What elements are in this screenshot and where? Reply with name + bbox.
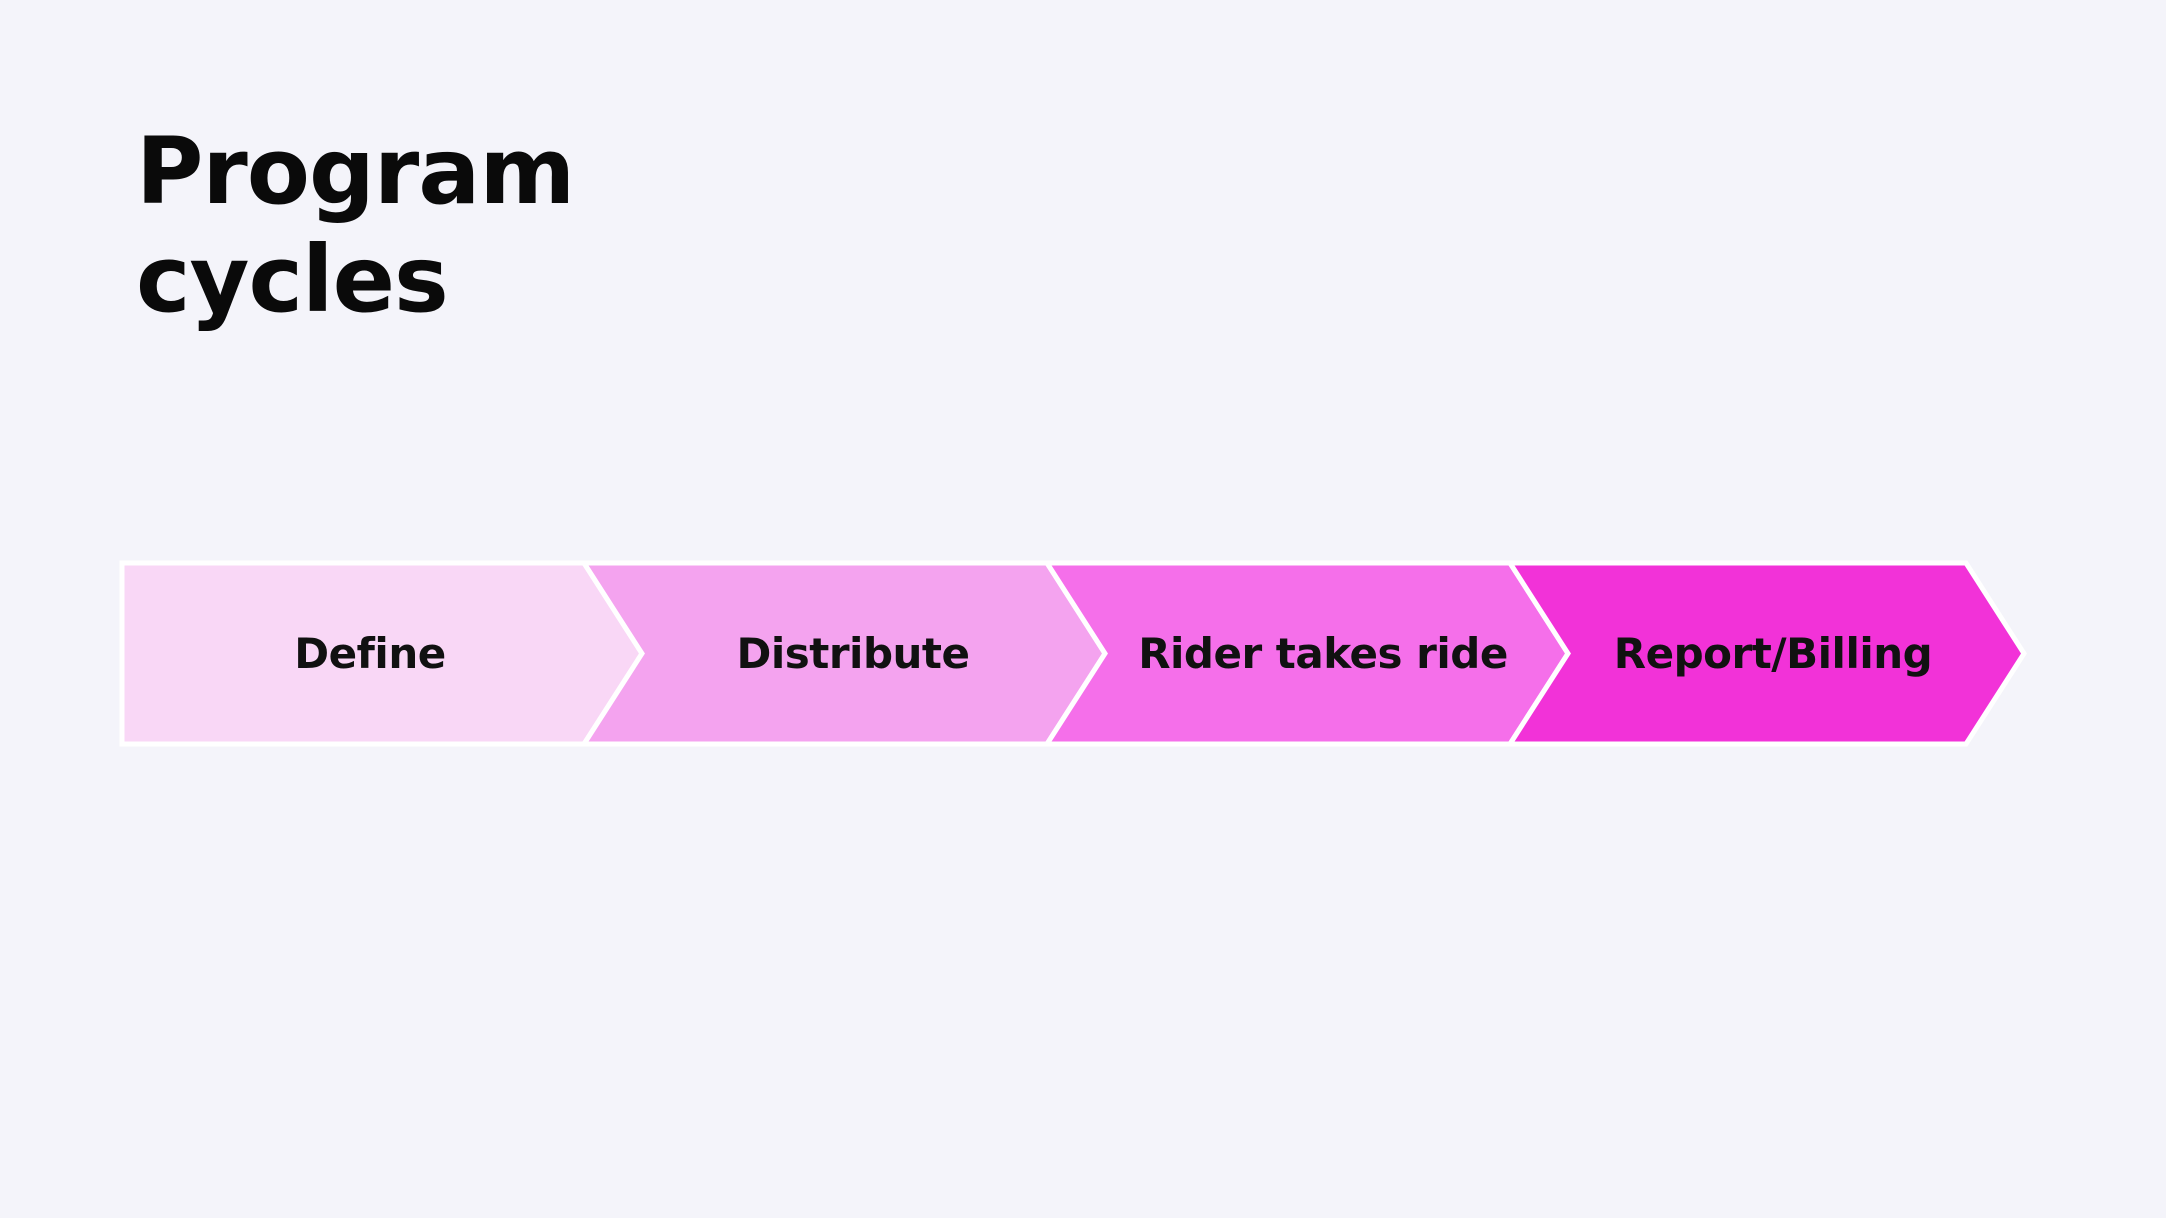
slide-title-line-1: Program	[136, 118, 575, 225]
step-label-rider-takes-ride: Rider takes ride	[1138, 629, 1508, 678]
slide-title: Program cycles	[136, 118, 575, 334]
process-step-shapes	[119, 560, 2027, 747]
step-chevron-report-billing	[1505, 560, 2027, 747]
process-step-labels: Define Distribute Rider takes ride Repor…	[294, 629, 1932, 678]
step-label-report-billing: Report/Billing	[1614, 629, 1932, 678]
slide-title-line-2: cycles	[136, 226, 449, 333]
step-label-define: Define	[294, 629, 445, 678]
step-label-distribute: Distribute	[737, 629, 970, 678]
